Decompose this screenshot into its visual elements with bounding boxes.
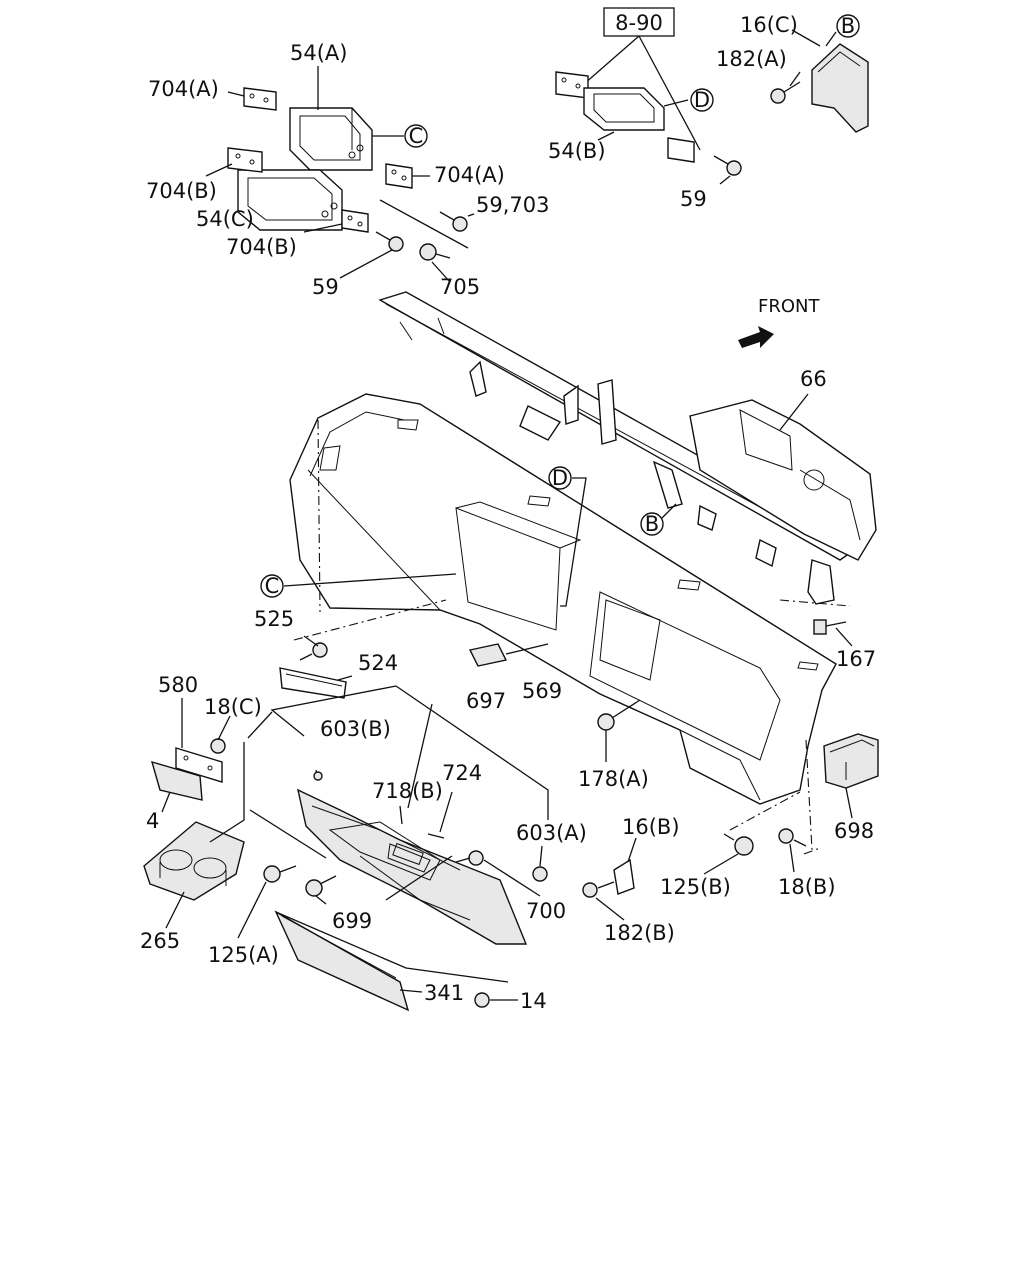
label-705: 705 [440,275,480,299]
pocket-54c [237,169,343,231]
label-178a: 178(A) [578,767,649,791]
marker-c-panel [260,574,284,598]
glove-box-697 [297,788,528,945]
label-14: 14 [520,989,547,1013]
bracket-54b-side [667,137,695,163]
label-16c: 16(C) [740,13,798,37]
label-704a-upper: 704(A) [148,77,219,101]
screw-700 [455,850,484,866]
screw-59-right [713,155,742,176]
front-arrow-icon [738,326,774,348]
screw-59-703 [439,211,468,232]
label-18b: 18(B) [778,875,836,899]
bolt-18b [778,828,807,847]
screw-705 [419,243,451,261]
cup-holder-265 [143,821,245,901]
marker-d-top-label: D [694,88,710,112]
marker-b-beam-label: B [645,512,659,536]
screw-14 [474,992,518,1008]
bolt-182a [770,81,801,104]
label-700: 700 [526,899,566,923]
cover-16c [811,43,869,133]
label-4: 4 [146,809,159,833]
label-18c: 18(C) [204,695,262,719]
marker-d-top [690,88,714,112]
pin-603b [313,771,323,781]
label-698: 698 [834,819,874,843]
screw-525 [299,642,328,661]
label-603a: 603(A) [516,821,587,845]
bracket-704a-lower [385,163,413,189]
label-125a: 125(A) [208,943,279,967]
lid-4 [150,760,203,801]
bracket-8-90 [555,71,589,99]
marker-b-beam [640,512,664,536]
pocket-54a [289,107,373,171]
label-182b: 182(B) [604,921,675,945]
clip-125b [723,833,754,856]
bracket-698 [823,733,879,789]
ref-box-label: 8-90 [615,11,663,35]
pin-603a [532,866,548,882]
clip-569 [468,643,508,667]
nut-178a [597,699,641,731]
label-724: 724 [442,761,482,785]
label-603b: 603(B) [320,717,391,741]
label-59-right: 59 [680,187,707,211]
instrument-panel-main [289,393,837,805]
label-697: 697 [466,689,506,713]
screw-125a [263,865,297,883]
label-704b-lower: 704(B) [226,235,297,259]
marker-d-panel [548,466,572,490]
marker-b-top-label: B [841,14,855,38]
label-16b: 16(B) [622,815,680,839]
label-525: 525 [254,607,294,631]
label-66: 66 [800,367,827,391]
label-699: 699 [332,909,372,933]
label-704a-lower: 704(A) [434,163,505,187]
screw-699 [305,875,337,897]
label-580: 580 [158,673,198,697]
marker-d-panel-label: D [552,466,568,490]
label-524: 524 [358,651,398,675]
bolt-167 [813,619,847,635]
label-704b-upper: 704(B) [146,179,217,203]
label-125b: 125(B) [660,875,731,899]
bolt-182b [582,881,615,898]
label-569: 569 [522,679,562,703]
bracket-524 [279,667,347,699]
bracket-580 [175,747,223,783]
marker-c-panel-label: C [265,574,280,598]
bracket-16b [613,858,635,895]
label-265: 265 [140,929,180,953]
label-182a: 182(A) [716,47,787,71]
label-54b: 54(B) [548,139,606,163]
screw-18c [210,738,226,754]
label-59-703: 59,703 [476,193,549,217]
label-167: 167 [836,647,876,671]
cross-car-beam-66 [378,291,877,605]
bracket-704b-lower [341,209,369,233]
glove-box-lid-341 [274,910,410,1012]
marker-b-top [836,14,860,38]
screw-59-left [375,231,404,252]
bracket-704a-upper [243,87,277,111]
marker-c-top [404,124,428,148]
label-341: 341 [424,981,464,1005]
label-54c: 54(C) [196,207,254,231]
label-718b: 718(B) [372,779,443,803]
bracket-704b-upper [227,147,263,173]
front-label: FRONT [758,296,820,317]
marker-c-top-label: C [409,124,424,148]
pocket-54b [583,87,665,131]
label-59-left: 59 [312,275,339,299]
label-54a: 54(A) [290,41,347,65]
